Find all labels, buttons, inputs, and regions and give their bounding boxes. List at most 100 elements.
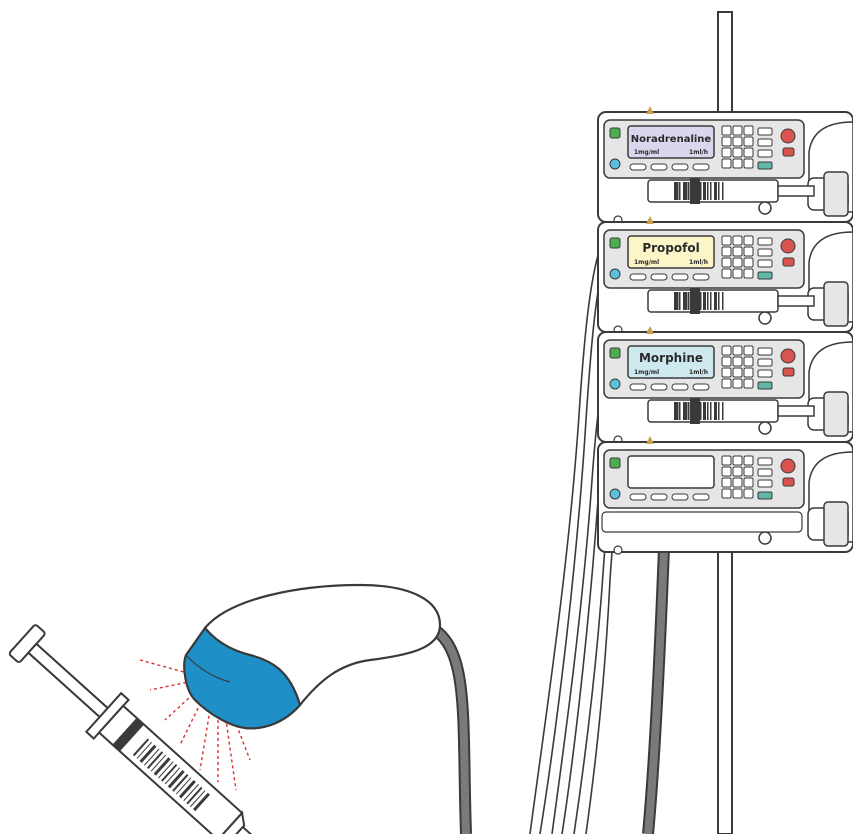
syringe-label-barcode [688, 182, 690, 200]
syringe-driver-arm [824, 392, 848, 436]
keypad-button [722, 137, 731, 146]
enter-key [758, 382, 772, 389]
syringe-label-barcode [677, 292, 679, 310]
keypad-button [722, 236, 731, 245]
pump-screen [628, 456, 714, 488]
keypad-button [744, 126, 753, 135]
keypad-button [733, 148, 742, 157]
syringe-pump-icon [598, 436, 853, 554]
function-key [758, 480, 772, 487]
function-key [758, 469, 772, 476]
syringe-label-barcode [679, 292, 681, 310]
syringe-plunger [778, 186, 814, 196]
keypad-button [722, 478, 731, 487]
syringe-label-barcode [703, 182, 706, 200]
syringe-label-barcode [679, 402, 681, 420]
soft-key-button [630, 494, 646, 500]
soft-key-button [672, 384, 688, 390]
start-button [610, 238, 620, 248]
syringe-label-barcode [722, 292, 724, 310]
keypad-button [733, 478, 742, 487]
soft-key-button [630, 384, 646, 390]
syringe-clip [690, 178, 700, 204]
soft-key-button [651, 384, 667, 390]
syringe-label-barcode [718, 182, 720, 200]
keypad-button [722, 346, 731, 355]
syringe-label-barcode [686, 182, 688, 200]
keypad-button [722, 379, 731, 388]
keypad-button [744, 456, 753, 465]
soft-key-button [651, 494, 667, 500]
syringe-label-barcode [710, 402, 712, 420]
keypad-button [744, 137, 753, 146]
syringe-label-barcode [683, 292, 686, 310]
keypad-button [744, 346, 753, 355]
start-button [610, 458, 620, 468]
keypad-button [722, 247, 731, 256]
keypad-button [733, 137, 742, 146]
function-key [758, 128, 772, 135]
info-button [610, 379, 620, 389]
syringe-clip [690, 288, 700, 314]
keypad-button [744, 467, 753, 476]
function-key [758, 370, 772, 377]
pump-rate: 1ml/h [689, 369, 708, 376]
function-key [758, 348, 772, 355]
pole-clamp-knob [759, 532, 771, 544]
syringe-label-barcode [722, 182, 724, 200]
keypad-button [733, 489, 742, 498]
stop-button [781, 349, 795, 363]
soft-key-button [651, 274, 667, 280]
syringe-label-barcode [674, 402, 677, 420]
pump-rate: 1ml/h [689, 259, 708, 266]
pump-rate: 1ml/h [689, 149, 708, 156]
keypad-button [733, 159, 742, 168]
function-key [758, 139, 772, 146]
syringe-label-barcode [718, 292, 720, 310]
keypad-button [733, 346, 742, 355]
pump-drug-name: Propofol [642, 241, 699, 255]
keypad-button [722, 489, 731, 498]
syringe-label-barcode [674, 292, 677, 310]
keypad-button [744, 148, 753, 157]
start-button [610, 128, 620, 138]
alarm-button [783, 258, 794, 266]
loaded-syringe [648, 400, 778, 422]
info-button [610, 159, 620, 169]
keypad-button [722, 159, 731, 168]
pole-clamp-knob [759, 422, 771, 434]
syringe-label-barcode [707, 292, 709, 310]
syringe-pump-icon: Propofol 1mg/ml 1ml/h [598, 216, 853, 334]
keypad-button [722, 357, 731, 366]
info-button [610, 269, 620, 279]
pole-clamp-knob [759, 312, 771, 324]
pump-concentration: 1mg/ml [634, 369, 659, 376]
enter-key [758, 492, 772, 499]
syringe-label-barcode [700, 292, 702, 310]
syringe-label-barcode [714, 402, 717, 420]
keypad-button [733, 379, 742, 388]
info-button [610, 489, 620, 499]
function-key [758, 458, 772, 465]
syringe-label-barcode [686, 292, 688, 310]
pole-clamp-knob [759, 202, 771, 214]
pump-concentration: 1mg/ml [634, 149, 659, 156]
alarm-button [783, 368, 794, 376]
barcode-scanner-icon [184, 585, 440, 728]
syringe-label-barcode [688, 402, 690, 420]
syringe-plunger [778, 406, 814, 416]
keypad-button [722, 258, 731, 267]
stop-button [781, 459, 795, 473]
soft-key-button [693, 384, 709, 390]
keypad-button [733, 456, 742, 465]
keypad-button [733, 467, 742, 476]
keypad-button [744, 489, 753, 498]
syringe-label-barcode [700, 402, 702, 420]
scanner-cable [432, 548, 664, 834]
soft-key-button [672, 494, 688, 500]
pump-concentration: 1mg/ml [634, 259, 659, 266]
keypad-button [722, 467, 731, 476]
soft-key-button [630, 274, 646, 280]
